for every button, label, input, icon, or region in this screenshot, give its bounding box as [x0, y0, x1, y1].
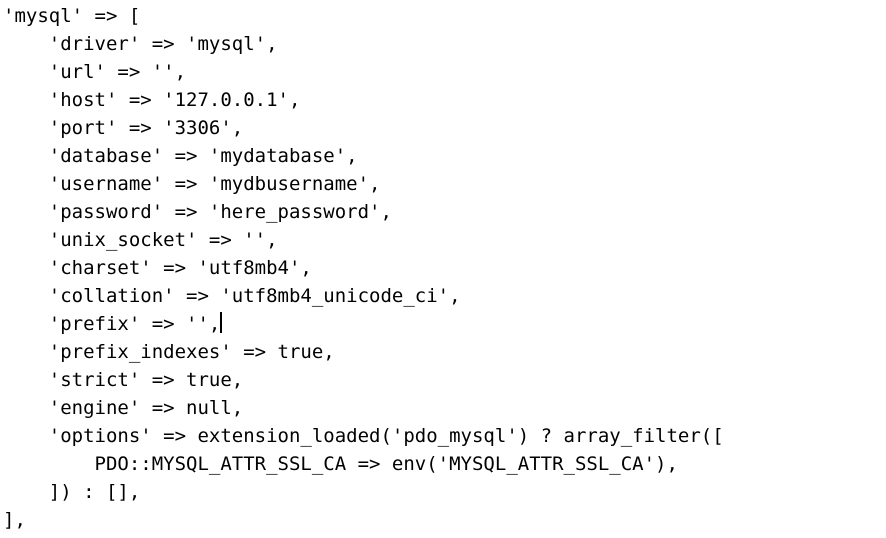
- code-line: 'password' => 'here_password',: [3, 201, 392, 223]
- code-line: 'database' => 'mydatabase',: [3, 145, 358, 167]
- code-line: 'collation' => 'utf8mb4_unicode_ci',: [3, 285, 461, 307]
- code-line: 'unix_socket' => '',: [3, 229, 278, 251]
- text-cursor: [220, 312, 223, 333]
- code-block: 'mysql' => [ 'driver' => 'mysql', 'url' …: [3, 2, 886, 534]
- code-line: 'mysql' => [: [3, 5, 141, 27]
- code-line: 'prefix_indexes' => true,: [3, 341, 335, 363]
- code-line: 'driver' => 'mysql',: [3, 33, 278, 55]
- code-line: ]) : [],: [3, 481, 141, 503]
- code-line: 'url' => '',: [3, 61, 187, 83]
- code-line: PDO::MYSQL_ATTR_SSL_CA => env('MYSQL_ATT…: [3, 453, 678, 475]
- code-line: 'username' => 'mydbusername',: [3, 173, 381, 195]
- code-line: 'engine' => null,: [3, 397, 244, 419]
- code-line: 'prefix' => '',: [3, 312, 223, 335]
- code-line: 'port' => '3306',: [3, 117, 244, 139]
- code-line: 'charset' => 'utf8mb4',: [3, 257, 312, 279]
- code-line: ],: [3, 509, 26, 531]
- code-line: 'strict' => true,: [3, 369, 244, 391]
- code-line: 'options' => extension_loaded('pdo_mysql…: [3, 425, 724, 447]
- code-line: 'host' => '127.0.0.1',: [3, 89, 301, 111]
